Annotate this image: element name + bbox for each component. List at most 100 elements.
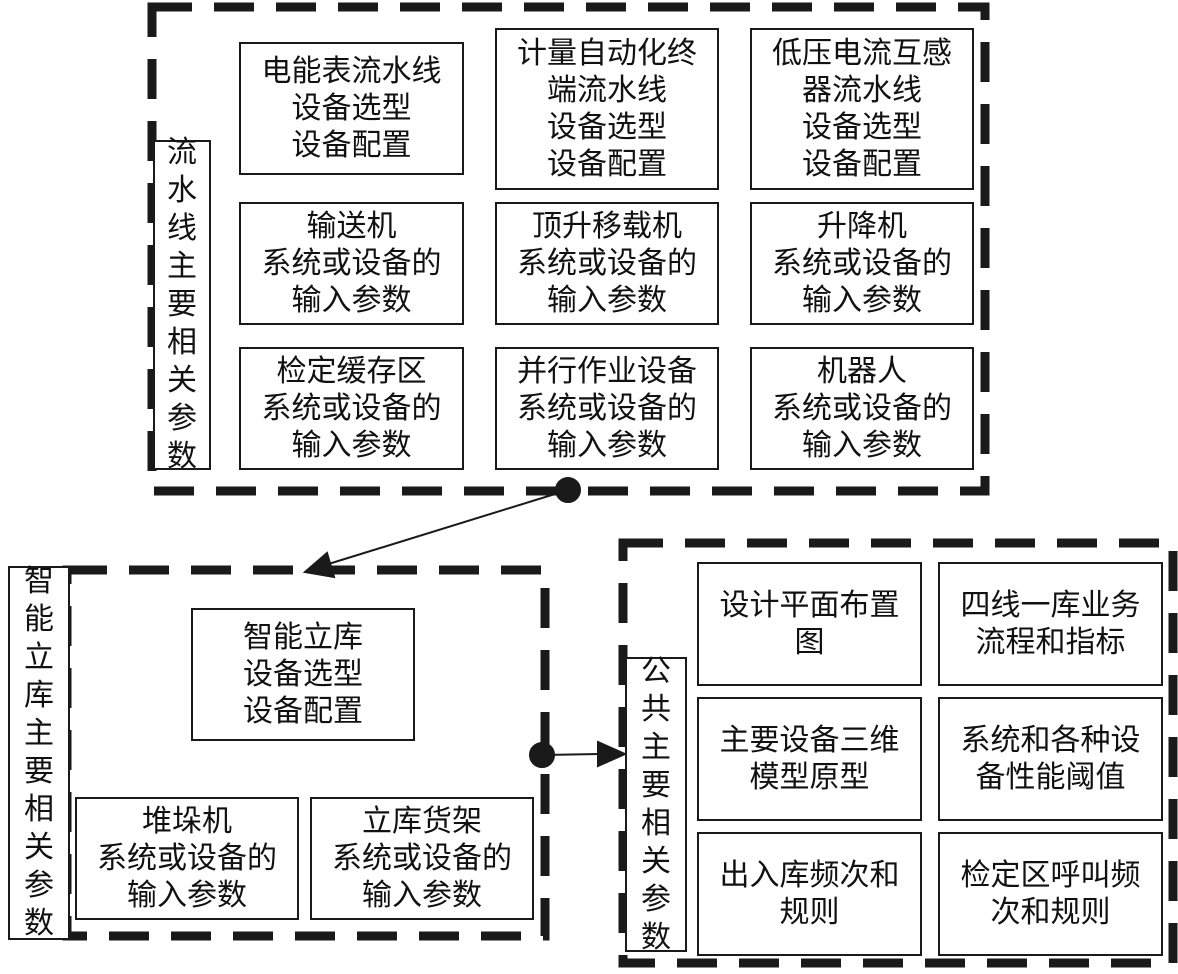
group-label-char: 水: [167, 173, 197, 208]
box-text-line: 立库货架: [362, 804, 482, 839]
common-box: 主要设备三维模型原型: [697, 697, 922, 821]
pipeline-box: 输送机系统或设备的输入参数: [239, 202, 464, 325]
group-label-char: 立: [24, 640, 54, 675]
box-text-line: 设计平面布置: [719, 588, 900, 623]
common-box: 检定区呼叫频次和规则: [938, 832, 1163, 956]
box-text-line: 检定缓存区: [276, 354, 427, 389]
common-box: 设计平面布置图: [697, 562, 922, 686]
group-label-char: 关: [24, 830, 54, 865]
box-text-line: 低压电流互感: [772, 36, 952, 71]
pipeline-box: 顶升移载机系统或设备的输入参数: [495, 202, 719, 325]
group-label-char: 要: [641, 767, 671, 803]
group-label-char: 线: [167, 211, 197, 246]
box-text-line: 电能表流水线: [261, 54, 442, 89]
box-text-line: 输入参数: [802, 283, 922, 318]
pipeline-box: 电能表流水线设备选型设备配置: [239, 42, 464, 175]
group-label-char: 要: [167, 287, 197, 322]
box-text-line: 器流水线: [802, 73, 922, 108]
common-box: 出入库频次和规则: [697, 832, 922, 956]
box-text-line: 设备配置: [547, 147, 667, 182]
box-text-line: 计量自动化终: [517, 36, 697, 71]
box-text-line: 输入参数: [547, 283, 667, 318]
warehouse-box: 智能立库设备选型设备配置: [191, 608, 415, 741]
box-text-line: 智能立库: [243, 620, 363, 655]
common-box: 四线一库业务流程和指标: [938, 562, 1163, 686]
box-text-line: 系统或设备的: [261, 391, 442, 426]
box-text-line: 系统或设备的: [772, 246, 952, 281]
box-text-line: 设备选型: [802, 110, 922, 145]
box-text-line: 设备配置: [291, 128, 412, 163]
box-text-line: 堆垛机: [142, 804, 232, 839]
connector-dot-warehouse: [529, 742, 555, 768]
box-text-line: 并行作业设备: [517, 354, 697, 389]
box-text-line: 输入参数: [127, 878, 247, 913]
box-text-line: 机器人: [817, 354, 907, 389]
box-text-line: 规则: [779, 895, 840, 930]
box-text-line: 流程和指标: [975, 625, 1126, 660]
common-group-border: [618, 538, 1178, 968]
box-text-line: 次和规则: [990, 895, 1111, 930]
group-label-char: 相: [641, 805, 671, 841]
group-label-char: 能: [24, 602, 54, 637]
common-box: 系统和各种设备性能阈值: [938, 697, 1163, 821]
group-label-char: 数: [24, 906, 54, 941]
box-text-line: 输送机: [306, 209, 397, 244]
group-label-char: 相: [24, 792, 54, 827]
warehouse-box: 立库货架系统或设备的输入参数: [310, 797, 534, 920]
box-text-line: 输入参数: [291, 428, 412, 463]
group-label-char: 参: [641, 881, 671, 917]
box-text-line: 输入参数: [547, 428, 667, 463]
box-text-line: 设备选型: [243, 657, 363, 692]
group-label-char: 数: [641, 919, 671, 955]
pipeline-box: 低压电流互感器流水线设备选型设备配置: [750, 28, 974, 190]
box-text-line: 设备选型: [547, 110, 667, 145]
box-text-line: 系统或设备的: [517, 246, 697, 281]
arrowhead-common: [597, 740, 628, 768]
group-label-char: 要: [24, 754, 54, 789]
pipeline-box: 并行作业设备系统或设备的输入参数: [495, 347, 719, 470]
arrow-pipeline-to-warehouse: [321, 489, 569, 567]
box-text-line: 端流水线: [547, 73, 667, 108]
group-label-char: 库: [24, 678, 54, 713]
box-text-line: 系统或设备的: [772, 391, 952, 426]
pipeline-box: 计量自动化终端流水线设备选型设备配置: [495, 28, 719, 190]
box-text-line: 输入参数: [802, 428, 922, 463]
box-text-line: 升降机: [817, 209, 907, 244]
box-text-line: 输入参数: [362, 878, 482, 913]
group-label-char: 智: [24, 564, 54, 599]
group-label-char: 公: [641, 653, 671, 689]
box-text-line: 四线一库业务: [960, 588, 1141, 623]
box-text-line: 系统或设备的: [517, 391, 697, 426]
group-label-char: 共: [641, 691, 671, 727]
group-label-char: 相: [167, 325, 197, 360]
arrowhead-warehouse: [302, 551, 336, 579]
pipeline-box: 检定缓存区系统或设备的输入参数: [239, 347, 464, 470]
box-text-line: 顶升移载机: [532, 209, 682, 244]
box-text-line: 检定区呼叫频: [960, 858, 1141, 893]
group-label-char: 主: [641, 729, 671, 765]
box-text-line: 设备配置: [802, 147, 922, 182]
warehouse-box: 堆垛机系统或设备的输入参数: [75, 797, 299, 920]
group-label-char: 关: [641, 843, 671, 879]
box-text-line: 系统或设备的: [97, 841, 277, 876]
warehouse-group-label: 智能立库主要相关参数: [8, 564, 70, 941]
box-text-line: 图: [794, 625, 825, 660]
pipeline-group-border: [147, 2, 990, 496]
common-group-label: 公共主要相关参数: [625, 654, 687, 955]
box-text-line: 输入参数: [291, 283, 412, 318]
box-text-line: 设备配置: [243, 694, 363, 729]
pipeline-group-label: 流水线主要相关参数: [153, 135, 211, 474]
group-label-char: 主: [167, 249, 197, 284]
group-label-char: 主: [24, 716, 54, 751]
box-text-line: 设备选型: [291, 91, 412, 126]
pipeline-box: 升降机系统或设备的输入参数: [750, 202, 974, 325]
box-text-line: 系统或设备的: [332, 841, 512, 876]
box-text-line: 系统或设备的: [261, 246, 442, 281]
connector-dot-pipeline: [555, 477, 581, 503]
group-label-char: 参: [167, 401, 197, 436]
box-text-line: 系统和各种设: [960, 723, 1141, 758]
group-label-char: 参: [24, 868, 54, 903]
box-text-line: 出入库频次和: [719, 858, 900, 893]
group-label-char: 关: [167, 363, 197, 398]
box-text-line: 主要设备三维: [719, 723, 900, 758]
